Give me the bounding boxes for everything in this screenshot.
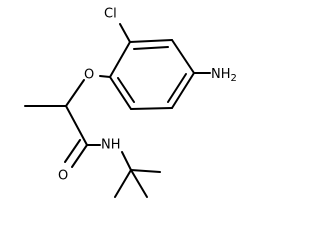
ring-bond-4-inner [167,73,187,103]
ring-bond-6-inner [117,77,135,103]
atom-o-carbonyl-label: O [58,169,68,184]
ring-bond-5 [130,107,173,110]
molecule-structure: Cl O NH2 O NH [24,7,237,198]
bond-n-cq [121,151,132,171]
ring-bond-6 [109,76,132,110]
atom-nh2-label: NH2 [211,67,237,85]
atom-cl-label: Cl [104,7,117,22]
bond-carbonyl-o-2 [64,139,81,163]
bond-ring-cl [119,23,131,43]
bond-cq-me1 [130,169,161,173]
ring-bond-2-inner [133,46,169,50]
atom-o-ether-label: O [84,68,94,83]
ring-bond-3 [171,39,195,74]
benzene-ring [109,39,195,110]
atom-nh2-main: NH [211,67,231,82]
bond-cq-me2 [114,169,132,198]
ring-bond-1 [109,41,131,78]
atom-nh2-subscript: 2 [231,73,237,84]
bond-cq-me3 [130,169,148,198]
ring-bond-2 [129,39,173,43]
atom-nh-amide-label: NH [101,138,121,153]
bond-ring-o [99,75,111,78]
bond-carbonyl-o-1 [71,144,88,168]
ring-bond-4 [171,72,195,109]
bond-o-ch [65,79,85,107]
bond-ch-carbonyl [65,105,88,146]
